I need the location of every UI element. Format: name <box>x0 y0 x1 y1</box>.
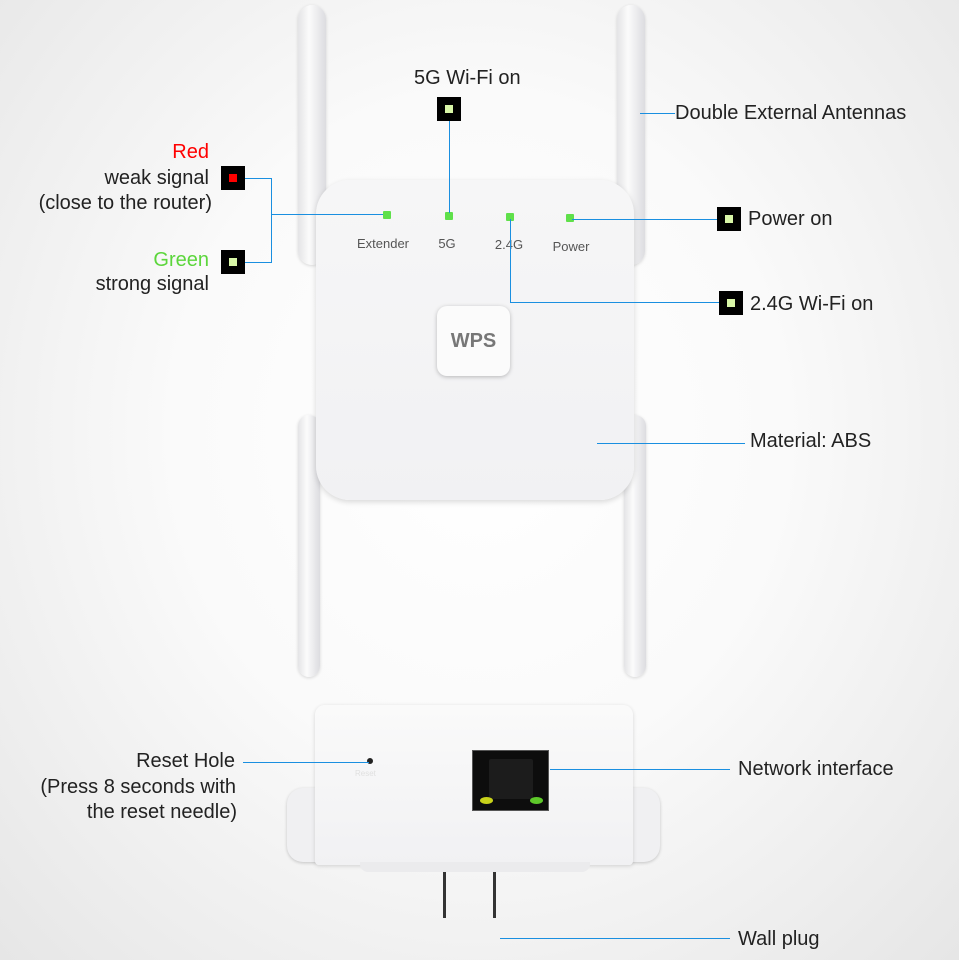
marker-2-4g <box>719 291 743 315</box>
leader-power <box>572 219 717 220</box>
leader-bracket <box>271 178 272 263</box>
leader-2-4g-vertical <box>510 219 511 302</box>
wps-button[interactable]: WPS <box>437 306 510 376</box>
vent <box>360 862 590 872</box>
callout-material: Material: ABS <box>750 430 872 452</box>
leader-plug <box>500 938 730 939</box>
leader-antennas <box>640 113 675 114</box>
led-2-4g <box>506 213 514 221</box>
callout-red-line1: weak signal <box>104 167 209 189</box>
leader-material <box>597 443 745 444</box>
leader-extender <box>271 214 383 215</box>
led-label-extender: Extender <box>356 236 410 251</box>
callout-red-line2: (close to the router) <box>38 192 212 214</box>
leader-red <box>245 178 272 179</box>
wps-label: WPS <box>450 329 497 352</box>
callout-green-line1: strong signal <box>95 273 209 295</box>
leader-2-4g <box>510 302 719 303</box>
callout-reset-line2: (Press 8 seconds with <box>40 776 236 798</box>
callout-plug: Wall plug <box>738 928 820 950</box>
led-power <box>566 214 574 222</box>
led-label-power: Power <box>552 239 590 254</box>
callout-green-title: Green <box>153 249 209 271</box>
plug-prong-left <box>443 872 446 918</box>
plug-prong-right <box>493 872 496 918</box>
led-5g <box>445 212 453 220</box>
marker-red <box>221 166 245 190</box>
port-led-green <box>530 797 543 804</box>
callout-antennas: Double External Antennas <box>675 102 907 124</box>
reset-hole[interactable] <box>367 758 373 764</box>
marker-green <box>221 250 245 274</box>
leader-5g <box>449 121 450 213</box>
leader-green <box>245 262 272 263</box>
marker-power <box>717 207 741 231</box>
port-led-yellow <box>480 797 493 804</box>
callout-power: Power on <box>748 208 833 230</box>
callout-red-title: Red <box>172 141 209 163</box>
marker-5g <box>437 97 461 121</box>
ethernet-port[interactable] <box>472 750 549 811</box>
callout-2-4g-wifi: 2.4G Wi-Fi on <box>750 293 874 315</box>
leader-network <box>550 769 730 770</box>
led-label-5g: 5G <box>438 236 456 251</box>
leader-reset <box>243 762 369 763</box>
reset-label: Reset <box>355 769 376 778</box>
callout-network: Network interface <box>738 758 894 780</box>
callout-5g-wifi: 5G Wi-Fi on <box>414 67 521 89</box>
callout-reset-line3: the reset needle) <box>86 801 237 823</box>
led-extender <box>383 211 391 219</box>
antenna-bottom-left <box>298 415 320 677</box>
callout-reset-line1: Reset Hole <box>136 750 235 772</box>
led-label-2-4g: 2.4G <box>494 237 524 252</box>
